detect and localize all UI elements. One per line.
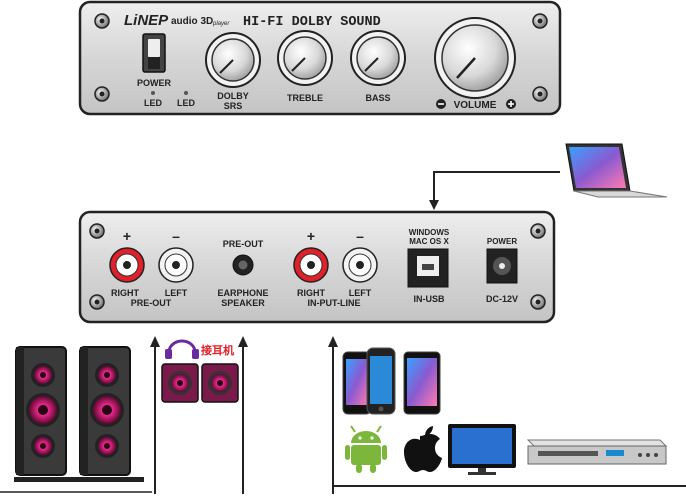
speaker-base (14, 477, 144, 482)
earphone-jack[interactable] (232, 254, 254, 276)
volume-label: VOLUME (454, 100, 497, 111)
led-label: LED (177, 98, 196, 108)
treble-knob[interactable] (277, 30, 333, 86)
input-group-label: IN-PUT-LINE (308, 298, 361, 308)
usb-mac-label: MAC OS X (409, 237, 449, 246)
brand-player: player (212, 21, 230, 27)
earphone-label: EARPHONE (217, 288, 268, 298)
android-icon (345, 425, 387, 473)
srs-label: SRS (224, 101, 243, 111)
speaker-icon (201, 363, 239, 403)
input-left-jack[interactable] (342, 247, 378, 283)
model-title: HI-FI DOLBY SOUND (243, 15, 381, 30)
headphone-label: 接耳机 (201, 343, 234, 357)
headphone-icon (165, 339, 199, 359)
led-indicator (151, 91, 155, 95)
preout-right-label: RIGHT (111, 288, 140, 298)
preout-plus: + (123, 228, 131, 244)
speaker-icon (79, 346, 131, 476)
tablet-icon (403, 351, 441, 415)
monitor-icon (448, 424, 516, 475)
earphone-top-label: PRE-OUT (223, 239, 264, 249)
arrowhead (429, 200, 439, 210)
rear-panel: + – RIGHT LEFT PRE-OUT PRE-OUT EARPHONE … (78, 210, 556, 324)
speaker-icon (15, 346, 67, 476)
speaker-label: SPEAKER (221, 298, 265, 308)
connection-lines (0, 336, 686, 494)
smartphone-icon (342, 351, 372, 415)
power-switch[interactable] (142, 33, 166, 73)
brand-sub: audio 3D (171, 16, 213, 27)
dc-label: DC-12V (486, 294, 518, 304)
screw-icon (94, 13, 110, 29)
led-label: LED (144, 98, 163, 108)
input-right-jack[interactable] (293, 247, 329, 283)
preout-minus: – (172, 228, 180, 244)
input-plus: + (307, 228, 315, 244)
led-indicator (184, 91, 188, 95)
apple-icon (404, 426, 442, 472)
screw-icon (532, 13, 548, 29)
dolby-srs-knob[interactable] (205, 32, 261, 88)
brand-logo: LiNEP (124, 12, 169, 29)
usb-label: IN-USB (414, 294, 445, 304)
dvd-player-icon (526, 439, 668, 465)
treble-label: TREBLE (287, 93, 323, 103)
preout-left-jack[interactable] (158, 247, 194, 283)
input-left-label: LEFT (349, 288, 372, 298)
preout-group-label: PRE-OUT (131, 298, 172, 308)
preout-right-jack[interactable] (109, 247, 145, 283)
bass-knob[interactable] (350, 30, 406, 86)
smartphone-icon (366, 347, 396, 415)
usb-port[interactable] (407, 248, 449, 288)
screw-icon (94, 86, 110, 102)
screw-icon (532, 86, 548, 102)
dc-power-jack[interactable] (486, 248, 518, 284)
connection-line (433, 171, 560, 203)
laptop-icon (565, 143, 668, 198)
input-minus: – (356, 228, 364, 244)
dolby-label: DOLBY (217, 91, 249, 101)
screw-icon (530, 294, 546, 310)
preout-left-label: LEFT (165, 288, 188, 298)
volume-knob[interactable] (434, 17, 516, 99)
screw-icon (530, 223, 546, 239)
screw-icon (89, 223, 105, 239)
screw-icon (89, 294, 105, 310)
input-right-label: RIGHT (297, 288, 326, 298)
bass-label: BASS (365, 93, 390, 103)
usb-windows-label: WINDOWS (409, 228, 450, 237)
front-panel: LiNEP audio 3D player HI-FI DOLBY SOUND … (78, 0, 562, 116)
speaker-icon (161, 363, 199, 403)
power-rear-label: POWER (487, 237, 517, 246)
power-label: POWER (137, 78, 172, 88)
